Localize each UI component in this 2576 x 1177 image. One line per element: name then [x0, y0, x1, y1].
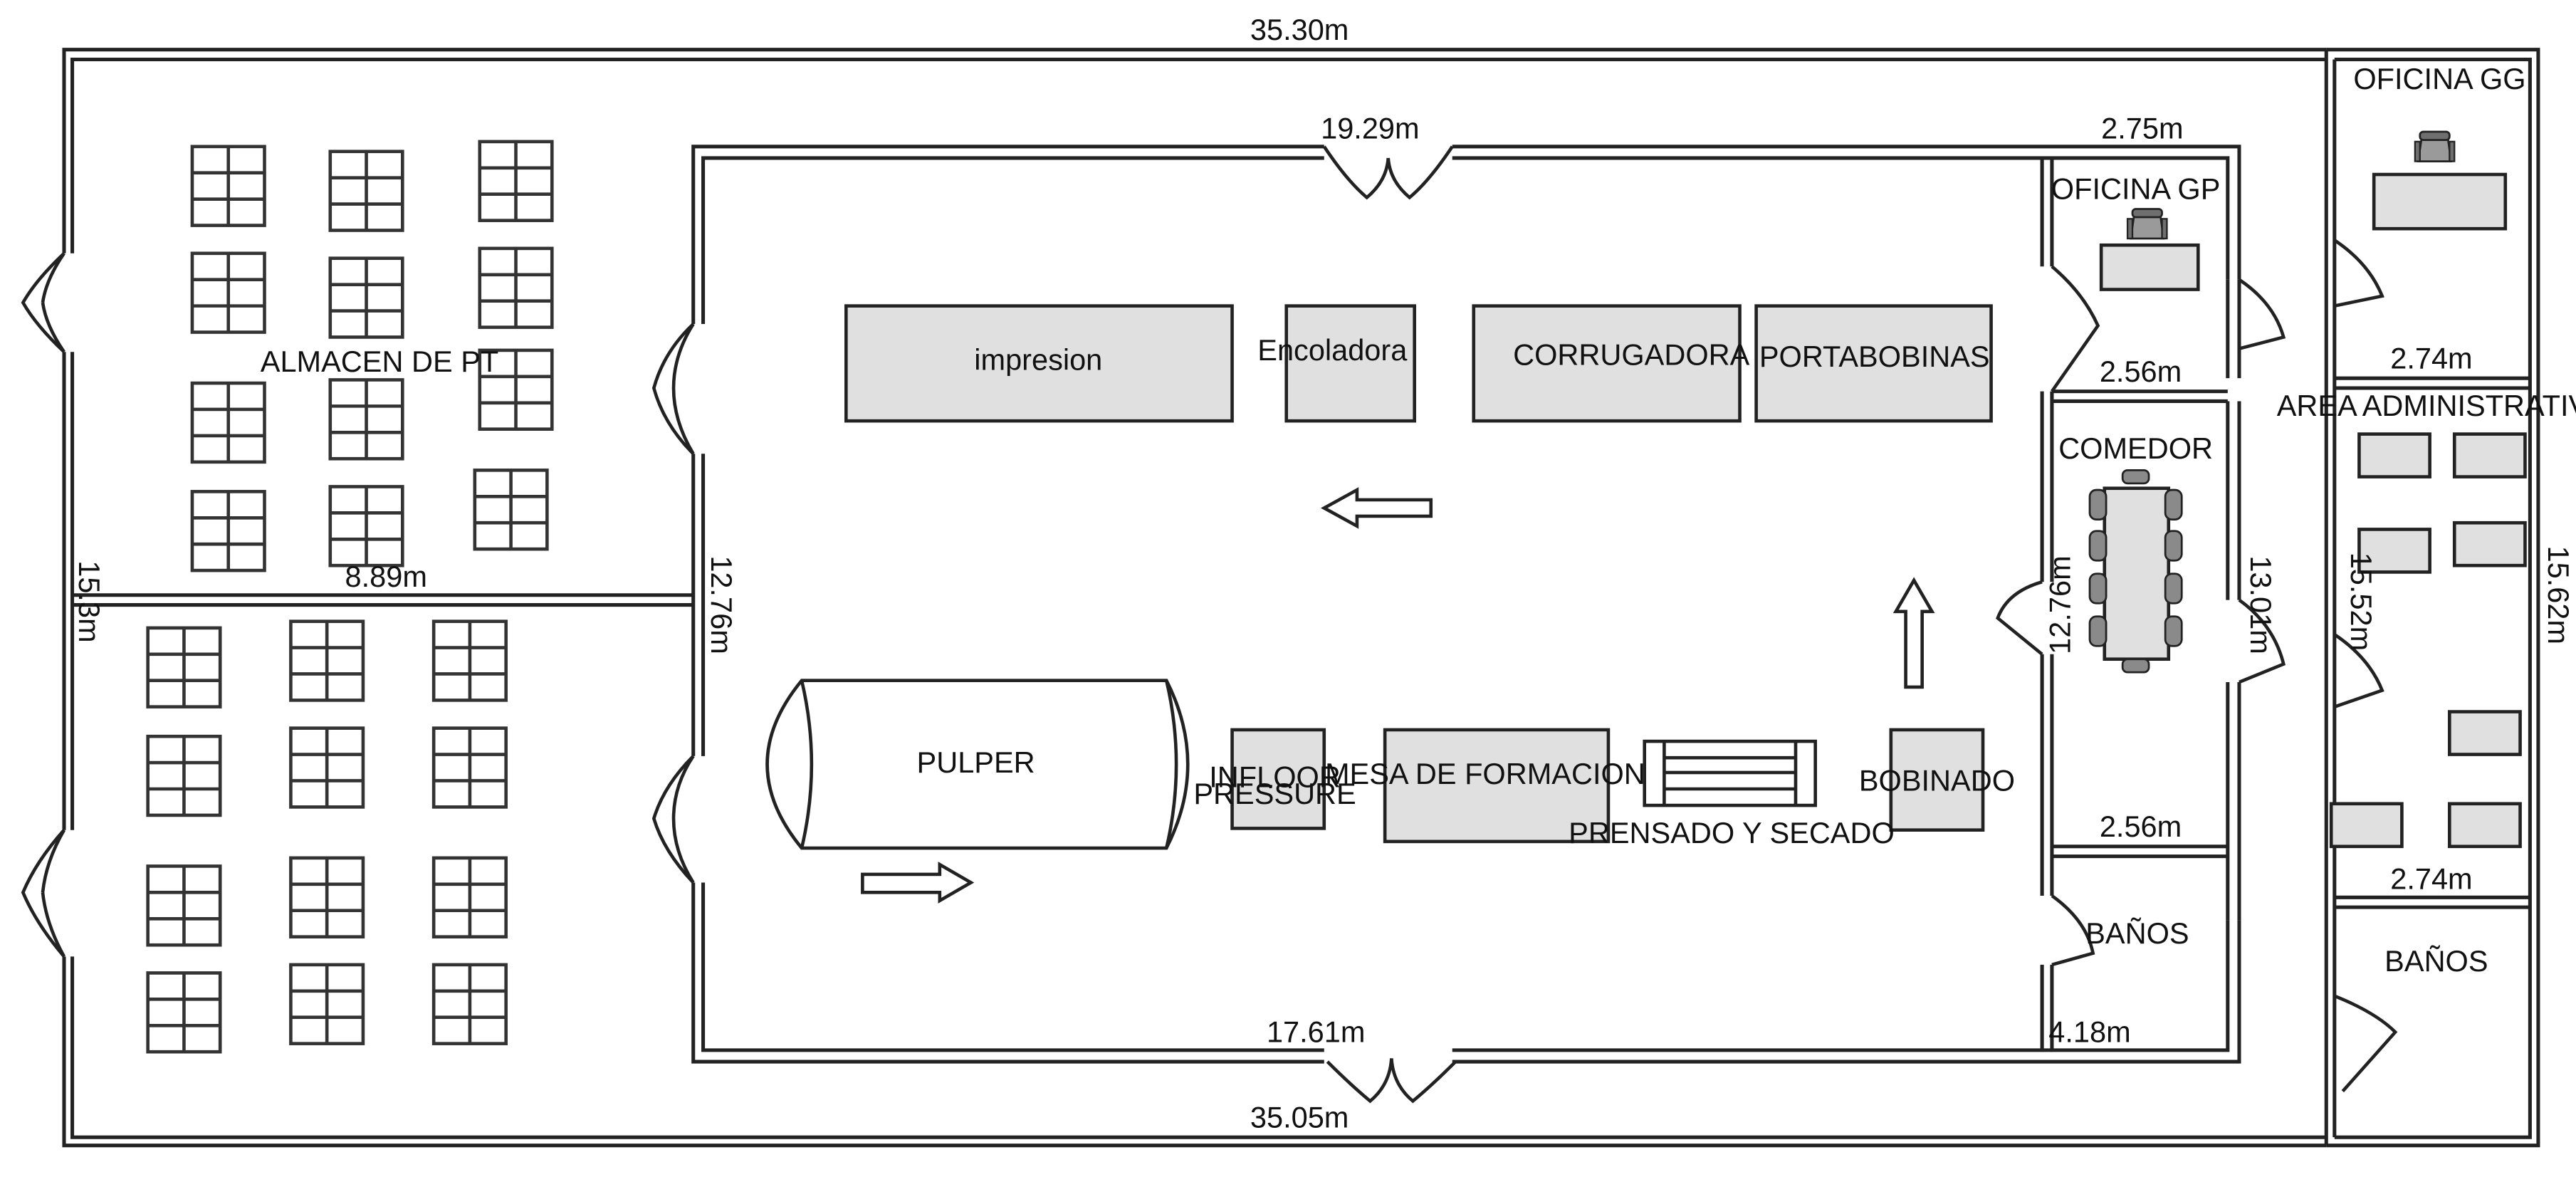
label-almacen: ALMACEN DE PT — [261, 345, 499, 378]
admin-desks — [2329, 432, 2527, 849]
door-banos-admin — [2333, 994, 2398, 1093]
label-impresion: impresion — [974, 343, 1102, 377]
machine-mesa-formacion — [1383, 728, 1611, 844]
label-mesa-formacion: MESA DE FORMACION — [1325, 757, 1645, 790]
machine-bobinado — [1889, 728, 1985, 832]
door-banos-gp — [2051, 894, 2095, 967]
chair-oficina-gg-icon — [2414, 130, 2456, 162]
label-bobinado: BOBINADO — [1859, 763, 2015, 797]
flow-arrow-up-icon — [1892, 577, 1935, 689]
dim-almacen: 8.89m — [345, 560, 427, 593]
door-oficina-gg — [2333, 239, 2384, 308]
warehouse-racks-lower — [148, 622, 506, 1052]
chair-oficina-gp-icon — [2126, 208, 2168, 240]
dim-production-top: 19.29m — [1321, 111, 1419, 145]
door-left-upper — [21, 252, 66, 353]
dim-top: 35.30m — [1250, 13, 1349, 46]
outer-wall — [62, 48, 2540, 1148]
desk-oficina-gp — [2099, 243, 2200, 291]
flow-arrow-right-icon — [861, 862, 975, 904]
admin-walls — [2334, 376, 2530, 909]
door-production-bottom — [1326, 1058, 1457, 1104]
label-infloor-line2: PRESSURE — [1193, 777, 1356, 810]
label-portabobinas: PORTABOBINAS — [1759, 340, 1990, 373]
dining-table — [2088, 469, 2183, 674]
label-area-admin: AREA ADMINISTRATIVA — [2277, 389, 2576, 422]
label-corrugadora: CORRUGADORA — [1513, 338, 1749, 372]
dim-area-admin-bottom: 2.74m — [2390, 862, 2472, 896]
door-left-lower — [21, 829, 66, 958]
warehouse-divider — [72, 593, 693, 607]
label-comedor: COMEDOR — [2058, 431, 2213, 465]
label-pulper: PULPER — [917, 746, 1035, 779]
label-oficina-gp: OFICINA GP — [2051, 172, 2221, 206]
dim-bottom: 35.05m — [1250, 1100, 1349, 1134]
machine-portabobinas — [1754, 304, 1993, 423]
desk-oficina-gg — [2372, 172, 2508, 231]
machine-pulper — [765, 679, 1190, 850]
machine-impresion — [844, 304, 1234, 423]
dim-comedor-bottom: 2.56m — [2100, 810, 2182, 843]
label-oficina-gg: OFICINA GG — [2353, 62, 2525, 95]
dim-area-admin-left: 15.52m — [2345, 553, 2378, 651]
label-infloor-line1: INFLOOR — [1209, 760, 1341, 794]
dim-right-outer: 15.62m — [2542, 545, 2575, 644]
label-banos-gp: BAÑOS — [2085, 916, 2189, 950]
door-production-left-lower — [651, 755, 695, 884]
machine-encoladora — [1284, 304, 1416, 423]
door-oficina-gp — [2051, 265, 2286, 392]
machine-prensado-secado — [1643, 739, 1817, 807]
dim-banos-gp: 4.18m — [2048, 1015, 2130, 1048]
dim-oficina-gp-top: 2.75m — [2101, 111, 2183, 145]
dim-oficina-gg: 2.74m — [2390, 341, 2472, 375]
dim-oficina-gp-bottom: 2.56m — [2100, 355, 2182, 388]
dim-production-bottom: 17.61m — [1267, 1015, 1365, 1048]
machine-corrugadora — [1472, 304, 1742, 423]
side-rooms-walls — [2040, 157, 2241, 1052]
door-area-admin — [2333, 633, 2384, 708]
dim-production-left: 12.76m — [705, 555, 738, 654]
machine-infloor-pressure — [1230, 728, 1326, 830]
door-production-left-upper — [651, 323, 695, 455]
flow-arrow-left-icon — [1320, 487, 1433, 529]
label-banos-admin: BAÑOS — [2384, 944, 2488, 978]
label-prensado-secado: PRENSADO Y SECADO — [1569, 816, 1895, 849]
dim-comedor-left: 12.76m — [2043, 555, 2076, 654]
label-encoladora: Encoladora — [1257, 333, 1408, 367]
door-comedor — [1996, 580, 2286, 684]
dim-comedor-right: 13.01m — [2244, 555, 2278, 654]
dim-left-outer: 15.3m — [73, 560, 106, 642]
production-wall — [691, 145, 2241, 1064]
door-production-top — [1322, 145, 1454, 200]
